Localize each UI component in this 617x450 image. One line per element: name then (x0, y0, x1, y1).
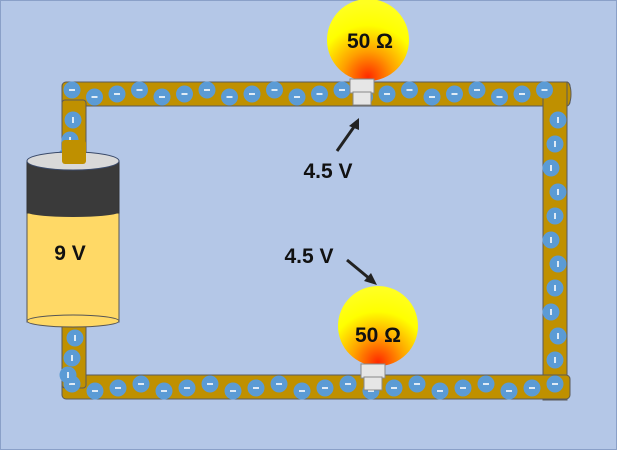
electron (153, 88, 171, 106)
bulb-base-lower (352, 91, 372, 106)
electron (316, 379, 334, 397)
electron (155, 382, 173, 400)
electron (339, 375, 357, 393)
electrons (57, 81, 567, 400)
electron (549, 255, 567, 273)
electron (385, 379, 403, 397)
battery-cap-bottom (27, 207, 119, 217)
battery-terminal-wire (62, 140, 86, 164)
electron (546, 375, 564, 393)
electron (108, 85, 126, 103)
electron (546, 279, 564, 297)
electron (500, 382, 518, 400)
arrow-icon (346, 258, 371, 281)
electron (408, 375, 426, 393)
electron (64, 111, 82, 129)
wires (61, 81, 572, 401)
electron (224, 382, 242, 400)
electron (468, 81, 486, 99)
arrowhead-icon (349, 118, 359, 130)
electron (293, 382, 311, 400)
voltage-annotation-top: 4.5 V (303, 118, 359, 183)
electron (63, 81, 81, 99)
bulb-glass (338, 286, 418, 366)
electron (549, 111, 567, 129)
electron (333, 81, 351, 99)
electron (536, 81, 553, 99)
battery: 9 V (26, 140, 120, 328)
electron (542, 159, 560, 177)
electron (86, 382, 104, 400)
bulb-base (349, 78, 375, 94)
electron (401, 81, 418, 99)
electron (109, 379, 127, 397)
bulb-top: 50 Ω (327, 0, 409, 106)
voltage-label: 4.5 V (284, 245, 333, 268)
electron (423, 88, 441, 106)
electron (266, 81, 283, 99)
battery-bottom (26, 314, 120, 328)
electron (542, 303, 560, 321)
electron (59, 366, 77, 384)
electron (546, 135, 564, 153)
electron (446, 85, 463, 103)
electron (549, 327, 567, 345)
electron (542, 231, 560, 249)
electron (523, 379, 541, 397)
arrowhead-icon (364, 273, 377, 285)
bulb-base-lower (363, 376, 383, 391)
electron (132, 375, 150, 393)
bulb-resistance-label: 50 Ω (347, 30, 393, 53)
electron (288, 88, 306, 106)
electron (270, 375, 288, 393)
battery-label: 9 V (54, 242, 86, 265)
arrow-icon (335, 123, 358, 152)
electron (201, 375, 219, 393)
electron (378, 85, 396, 103)
electron (546, 207, 564, 225)
electron (86, 88, 103, 106)
electron (131, 81, 148, 99)
voltage-label: 4.5 V (303, 160, 352, 183)
electron (247, 379, 265, 397)
electron (546, 351, 564, 369)
electron (66, 329, 84, 347)
bulb-base (360, 363, 386, 379)
electron (454, 379, 472, 397)
electron (243, 85, 261, 103)
bulb-resistance-label: 50 Ω (355, 324, 401, 347)
electron (431, 382, 449, 400)
voltage-annotation-bottom: 4.5 V (284, 245, 377, 285)
electron (491, 88, 508, 106)
electron (63, 349, 81, 367)
electron (311, 85, 328, 103)
electron (198, 81, 216, 99)
electron (513, 85, 531, 103)
electron (178, 379, 196, 397)
bulb-glass (327, 0, 409, 81)
bulb-bottom: 50 Ω (338, 286, 418, 391)
battery-body (26, 211, 120, 323)
electron (176, 85, 193, 103)
electron (477, 375, 495, 393)
electron (221, 88, 238, 106)
electron (549, 183, 567, 201)
